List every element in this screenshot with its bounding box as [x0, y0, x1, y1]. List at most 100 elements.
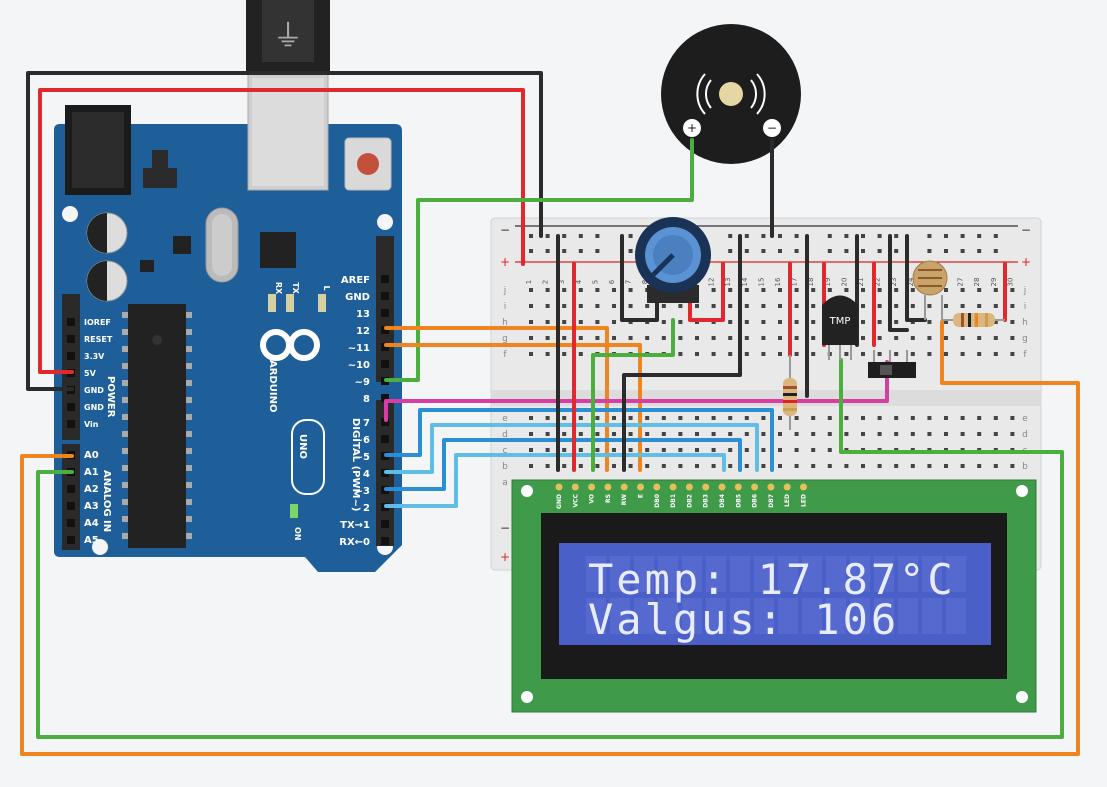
header-pin[interactable]: [381, 309, 389, 317]
grid-hole: [761, 464, 766, 468]
header-pin[interactable]: [381, 435, 389, 443]
chip-leg: [186, 363, 192, 369]
grid-hole: [910, 432, 915, 436]
grid-hole: [811, 320, 816, 324]
mount-hole: [377, 214, 393, 230]
lcd-pin[interactable]: [571, 483, 579, 491]
digital-pin-label: ~3: [355, 486, 370, 497]
rail-hole: [595, 249, 600, 253]
header-pin[interactable]: [67, 502, 75, 510]
grid-hole: [877, 432, 882, 436]
rail-hole: [728, 249, 733, 253]
digital-pin-label: 7: [363, 418, 370, 429]
slide-switch[interactable]: [868, 350, 916, 378]
wire-pot-vcc: [688, 262, 725, 322]
potentiometer[interactable]: [635, 217, 711, 303]
header-pin[interactable]: [381, 326, 389, 334]
wire-a1-tmp: [36, 358, 1064, 739]
row-letter: j: [503, 286, 507, 296]
grid-hole: [529, 352, 533, 356]
lcd-pin[interactable]: [604, 483, 612, 491]
smd-chip: [140, 260, 154, 272]
row-letter: i: [1024, 302, 1027, 312]
header-pin[interactable]: [67, 420, 75, 428]
mount-hole: [92, 539, 108, 555]
lcd-pin[interactable]: [734, 483, 742, 491]
grid-hole: [612, 432, 616, 436]
power-pin-label: RESET: [84, 335, 113, 344]
lcd-char-cell: [586, 556, 606, 592]
grid-hole: [877, 352, 882, 356]
grid-hole: [844, 288, 849, 292]
digital-pin-label: 4: [363, 469, 370, 480]
rx-led: [268, 294, 276, 312]
grid-hole: [927, 336, 932, 340]
lcd-pin[interactable]: [783, 483, 791, 491]
header-pin[interactable]: [381, 343, 389, 351]
header-pin[interactable]: [67, 403, 75, 411]
mount-hole: [521, 691, 533, 703]
header-pin[interactable]: [67, 318, 75, 326]
photoresistor: [912, 260, 948, 320]
lcd-pin[interactable]: [718, 483, 726, 491]
lcd-pin[interactable]: [702, 483, 710, 491]
grid-hole: [894, 416, 899, 420]
rail-hole: [894, 249, 899, 253]
tx-led: [286, 294, 294, 312]
column-number: 20: [840, 278, 848, 287]
grid-hole: [811, 448, 816, 452]
lcd-pin[interactable]: [637, 483, 644, 491]
lcd-pin[interactable]: [669, 483, 677, 491]
lcd-pin[interactable]: [767, 483, 775, 491]
digital-pin-label: ~10: [348, 360, 370, 371]
lcd-pin[interactable]: [800, 483, 807, 491]
grid-hole: [761, 320, 766, 324]
header-pin[interactable]: [67, 519, 75, 527]
grid-hole: [877, 288, 882, 292]
header-pin[interactable]: [67, 485, 75, 493]
header-pin[interactable]: [381, 360, 389, 368]
lcd-pin[interactable]: [653, 483, 661, 491]
wires: [20, 71, 1080, 756]
rail-hole: [529, 234, 533, 238]
header-pin[interactable]: [381, 418, 389, 426]
grid-hole: [761, 432, 766, 436]
header-pin[interactable]: [381, 394, 389, 402]
lcd-pin[interactable]: [751, 483, 759, 491]
usb-icon: ⏚: [273, 19, 303, 54]
grid-hole: [529, 432, 533, 436]
header-pin[interactable]: [381, 292, 389, 300]
row-letter: h: [502, 318, 508, 328]
wire-rs: [384, 326, 609, 472]
smd-chip: [173, 236, 191, 254]
header-pin[interactable]: [67, 335, 75, 343]
grid-hole: [695, 432, 699, 436]
grid-hole: [1010, 464, 1015, 468]
grid-hole: [894, 352, 899, 356]
power-pin-label: 5V: [84, 369, 97, 378]
rail-hole: [778, 249, 782, 253]
lcd-pin[interactable]: [685, 483, 693, 491]
header-pin[interactable]: [381, 275, 389, 283]
lcd-pin[interactable]: [555, 483, 563, 491]
chip-leg: [122, 516, 128, 522]
grid-hole: [744, 352, 749, 356]
rail-hole: [595, 234, 600, 238]
grid-hole: [827, 416, 832, 420]
digital-pin-label: ~11: [348, 343, 370, 354]
header-pin[interactable]: [381, 520, 389, 528]
rail-hole: [944, 249, 948, 253]
lcd-char-cell: [730, 556, 750, 592]
header-pin[interactable]: [381, 537, 389, 545]
column-number: 8: [641, 280, 649, 284]
grid-hole: [1010, 320, 1015, 324]
lcd-pin[interactable]: [620, 483, 628, 491]
grid-hole: [728, 464, 733, 468]
header-pin[interactable]: [67, 352, 75, 360]
lcd-pin[interactable]: [588, 483, 596, 491]
grid-hole: [944, 288, 948, 292]
grid-hole: [545, 448, 550, 452]
header-pin[interactable]: [67, 536, 75, 544]
chip-leg: [186, 380, 192, 386]
column-number: 7: [625, 280, 633, 284]
